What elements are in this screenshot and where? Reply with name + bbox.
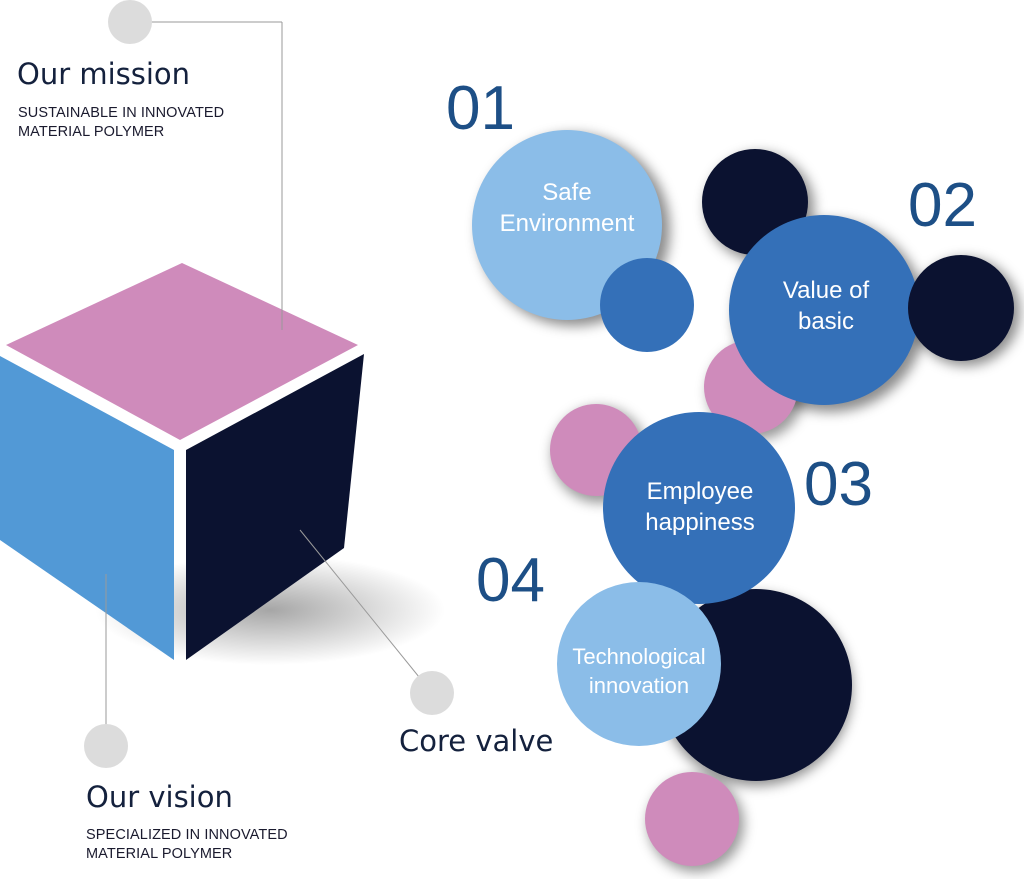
value-label-01: Safe Environment <box>477 175 657 241</box>
bubble-technological-innovation <box>557 582 721 746</box>
value-label-04-line-1: Technological <box>572 644 706 669</box>
bubble-navy-right <box>908 255 1014 361</box>
bubble-employee-happiness <box>603 412 795 604</box>
vision-marker <box>84 724 128 768</box>
core-marker <box>410 671 454 715</box>
value-number-02: 02 <box>908 171 977 240</box>
value-label-02-line-2: basic <box>797 308 854 335</box>
vision-description-line-1: SPECIALIZED IN INNOVATED <box>86 827 288 843</box>
vision-description-line-2: MATERIAL POLYMER <box>86 846 233 862</box>
mission-description: SUSTAINABLE IN INNOVATED MATERIAL POLYME… <box>18 104 224 142</box>
value-number-03: 03 <box>804 450 873 519</box>
core-connector <box>299 529 433 694</box>
bubble-pink-bottom <box>645 772 739 866</box>
vision-title: Our vision <box>86 780 233 814</box>
value-number-01: 01 <box>446 74 515 143</box>
vision-description: SPECIALIZED IN INNOVATED MATERIAL POLYME… <box>86 826 288 864</box>
bubble-blue-small <box>600 258 694 352</box>
value-label-04-line-2: innovation <box>588 673 690 698</box>
value-label-01-line-1: Safe <box>542 179 592 206</box>
mission-marker <box>108 0 152 44</box>
mission-description-line-1: SUSTAINABLE IN INNOVATED <box>18 105 225 121</box>
mission-description-line-2: MATERIAL POLYMER <box>18 124 165 140</box>
cube-shadow <box>95 555 445 665</box>
value-number-04: 04 <box>476 546 545 615</box>
cube-top-face <box>6 263 358 440</box>
bubble-value-of-basic <box>729 215 919 405</box>
value-label-02: Value of basic <box>736 273 916 339</box>
value-label-03-line-1: Employee <box>646 478 754 505</box>
core-title: Core valve <box>399 724 554 758</box>
value-label-03: Employee happiness <box>610 474 790 540</box>
value-label-02-line-1: Value of <box>782 277 870 304</box>
cube-right-face <box>186 354 364 660</box>
value-label-01-line-2: Environment <box>499 210 635 237</box>
mission-title: Our mission <box>17 57 191 91</box>
value-label-03-line-2: happiness <box>645 509 755 536</box>
value-label-04: Technological innovation <box>555 641 723 701</box>
cube-left-face <box>0 356 174 660</box>
